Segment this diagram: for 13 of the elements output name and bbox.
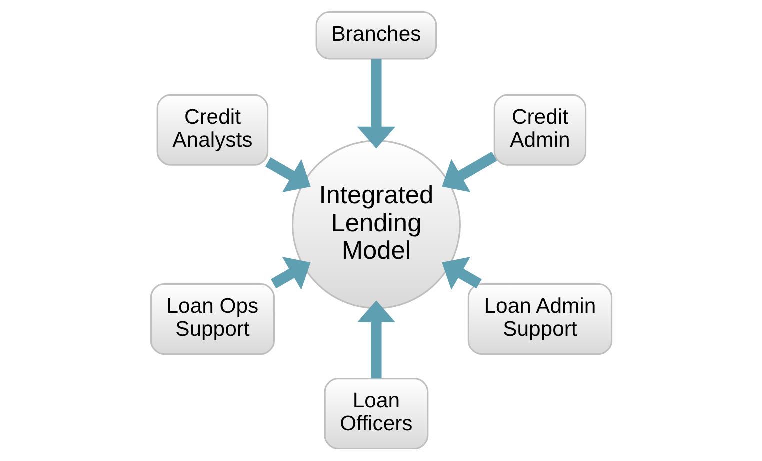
node-box: Credit Admin xyxy=(493,94,586,166)
node-box: Credit Analysts xyxy=(156,94,268,166)
arrow xyxy=(442,152,497,192)
arrow xyxy=(442,256,482,290)
node-box: Loan Ops Support xyxy=(150,283,274,355)
node-box: Branches xyxy=(315,11,437,60)
node-box: Loan Admin Support xyxy=(467,283,612,355)
arrow xyxy=(356,59,396,149)
arrow xyxy=(356,300,396,379)
node-box: Loan Officers xyxy=(324,378,428,450)
arrow xyxy=(270,256,310,290)
arrow xyxy=(264,158,310,192)
node-circle: Integrated Lending Model xyxy=(291,140,460,310)
